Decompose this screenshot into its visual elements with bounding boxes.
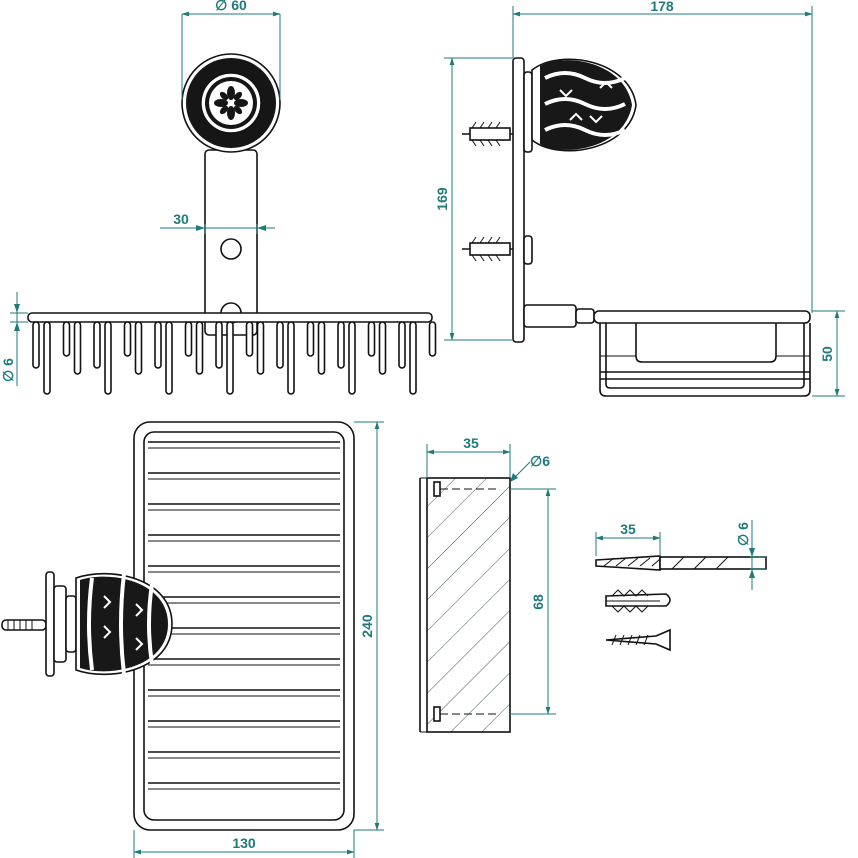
front-view-dimensions: ∅ 60 30 ∅ 6	[0, 0, 281, 386]
dim-knob-diameter: ∅ 60	[215, 0, 247, 13]
basket-slat	[148, 534, 340, 542]
wall-plug-icon	[605, 589, 671, 613]
basket-tine	[276, 321, 295, 395]
dim-bracket-width: 30	[173, 211, 189, 227]
side-wall-plate	[512, 57, 525, 343]
top-view-dimensions: 240 130	[133, 421, 384, 858]
front-view	[27, 53, 437, 395]
bracket-hatched-section	[426, 477, 511, 733]
basket-tine	[93, 321, 112, 395]
basket-slat	[148, 472, 340, 480]
wall-bracket-plate	[204, 149, 258, 336]
basket-tine	[367, 321, 387, 375]
basket-top-rail	[27, 312, 433, 323]
knob-top	[75, 572, 173, 676]
basket-side-profile	[593, 310, 811, 397]
basket-tine	[154, 321, 173, 395]
dim-basket-length: 240	[359, 614, 375, 638]
basket-tine	[398, 321, 417, 395]
dim-drill-diameter: ∅ 6	[735, 522, 751, 546]
side-view-dimensions: 178 169 50	[434, 0, 845, 397]
basket-slat	[148, 782, 340, 790]
basket-tine	[245, 321, 265, 375]
bracket-section	[419, 477, 511, 733]
dim-basket-width: 130	[232, 835, 256, 851]
basket-tine	[184, 321, 204, 375]
basket-slat	[148, 596, 340, 604]
knob-side	[531, 58, 637, 152]
knob-front	[181, 53, 281, 153]
basket-slat	[148, 658, 340, 666]
basket-tine	[306, 321, 326, 375]
basket-tines	[32, 321, 437, 395]
top-view-mount	[1, 571, 77, 677]
screw-icon	[605, 628, 671, 652]
basket-slat	[148, 441, 340, 449]
basket-slat	[148, 689, 340, 697]
side-screw-lower	[462, 236, 513, 262]
fixing-hole-upper	[220, 238, 242, 260]
dim-bracket-height: 68	[530, 594, 546, 610]
basket-slat	[148, 565, 340, 573]
dim-fixing-height: 169	[434, 187, 450, 211]
dim-basket-height: 50	[819, 346, 835, 362]
basket-tine	[428, 321, 437, 357]
side-arm	[523, 304, 577, 328]
side-view	[462, 57, 811, 397]
hardware	[595, 555, 767, 652]
basket-slat	[148, 751, 340, 759]
dim-wire-diameter: ∅ 6	[0, 358, 16, 382]
hardware-dimensions: 35 ∅ 6	[595, 520, 766, 590]
dim-bracket-hole: ∅6	[530, 453, 550, 469]
bracket-section-dimensions: 35 ∅6 68	[426, 435, 556, 715]
top-view	[1, 421, 355, 831]
basket-tine	[215, 321, 234, 395]
basket-slats	[148, 441, 340, 790]
dim-drill-depth: 35	[620, 521, 636, 537]
basket-slat	[148, 720, 340, 728]
basket-tine	[123, 321, 143, 375]
basket-tine	[62, 321, 82, 375]
basket-tine	[337, 321, 356, 395]
dim-bracket-depth: 35	[463, 435, 479, 451]
side-screw-upper	[462, 121, 513, 147]
dim-projection: 178	[650, 0, 674, 14]
basket-tine	[32, 321, 51, 395]
drill-bit-icon	[595, 555, 767, 571]
basket-slat	[148, 627, 340, 635]
floral-ornament-icon	[214, 86, 248, 120]
basket-slat	[148, 503, 340, 511]
